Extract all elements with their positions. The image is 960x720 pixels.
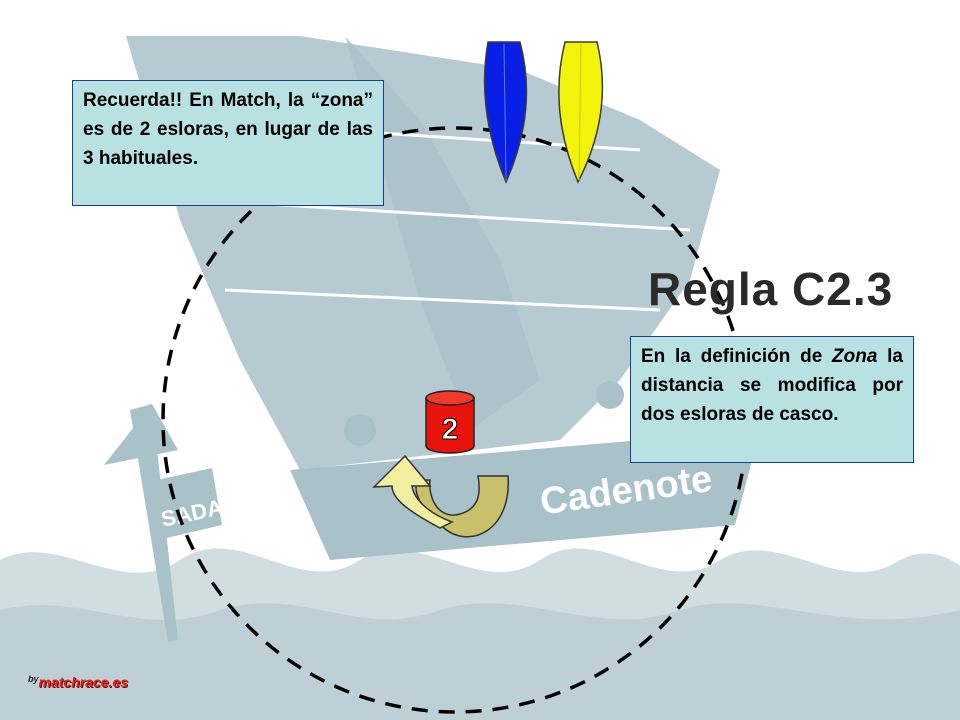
reminder-note: Recuerda!! En Match, la “zona” es de 2 e… [72, 80, 384, 206]
rule-title: Regla C2.3 [648, 263, 894, 315]
blue-boat-centerline [503, 43, 507, 181]
definition-box: En la definición de Zona la distancia se… [630, 336, 914, 463]
yellow-boat-icon [558, 41, 604, 184]
brand-site: matchrace.es [38, 674, 129, 690]
brand-by: by [28, 674, 39, 684]
mark-number: 2 [442, 413, 459, 446]
reminder-note-text: Recuerda!! En Match, la “zona” es de 2 e… [83, 90, 373, 169]
definition-term: Zona [832, 346, 878, 367]
blue-boat-icon [483, 41, 528, 184]
curved-arrow-icon [372, 454, 509, 538]
yellow-boat-centerline [578, 43, 582, 181]
brand-signature: bymatchrace.es [28, 674, 128, 692]
definition-text-start: En la definición de [641, 346, 833, 367]
mark-buoy-icon [425, 390, 475, 454]
definition-text-end: la distancia se modifica por dos esloras… [641, 346, 903, 425]
